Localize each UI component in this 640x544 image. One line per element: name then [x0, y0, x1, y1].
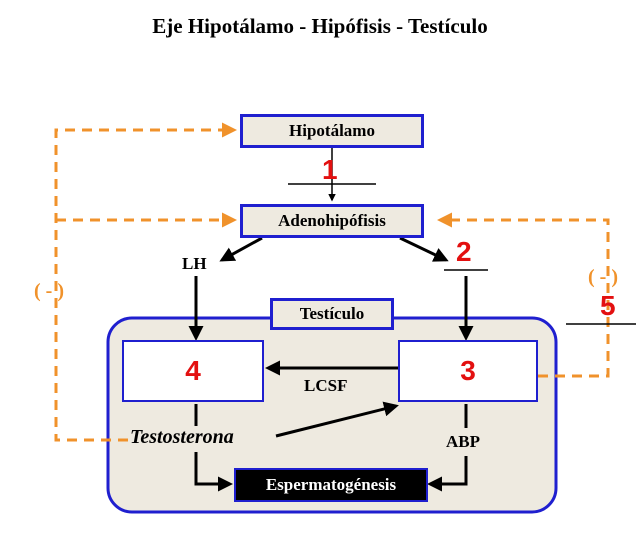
hipotalamo-box: Hipotálamo — [240, 114, 424, 148]
box3-number: 3 — [460, 355, 476, 386]
diagram-title: Eje Hipotálamo - Hipófisis - Testículo — [152, 14, 488, 38]
box-4: 4 — [122, 340, 264, 402]
negative-feedback-right: ( - ) — [588, 266, 618, 288]
adenohipofisis-label: Adenohipófisis — [278, 211, 386, 230]
box4-number: 4 — [185, 355, 201, 386]
feedback-right — [437, 212, 610, 378]
arrow-testosterona-to-box3 — [275, 401, 399, 438]
espermatogenesis-label: Espermatogénesis — [265, 475, 397, 494]
hipotalamo-label: Hipotálamo — [289, 121, 375, 140]
arrow-box4-down — [194, 452, 233, 492]
arrow-adeno-to-lh — [219, 236, 263, 262]
arrow-abp-to-espermatogenesis — [427, 456, 468, 492]
number-1: 1 — [322, 154, 338, 185]
lcsf-label: LCSF — [304, 376, 348, 395]
testiculo-label: Testículo — [299, 304, 365, 323]
espermatogenesis-box: Espermatogénesis — [234, 468, 428, 502]
number-5: 5 — [600, 290, 616, 321]
number-2: 2 — [456, 236, 472, 267]
testiculo-title-box: Testículo — [270, 298, 394, 330]
negative-feedback-left: ( - ) — [34, 280, 64, 302]
lh-label: LH — [182, 254, 207, 273]
arrow-adeno-to-2 — [399, 236, 449, 262]
testosterona-label: Testosterona — [130, 426, 234, 448]
abp-label: ABP — [446, 432, 480, 451]
adenohipofisis-box: Adenohipófisis — [240, 204, 424, 238]
feedback-left — [54, 122, 237, 442]
box-3: 3 — [398, 340, 538, 402]
